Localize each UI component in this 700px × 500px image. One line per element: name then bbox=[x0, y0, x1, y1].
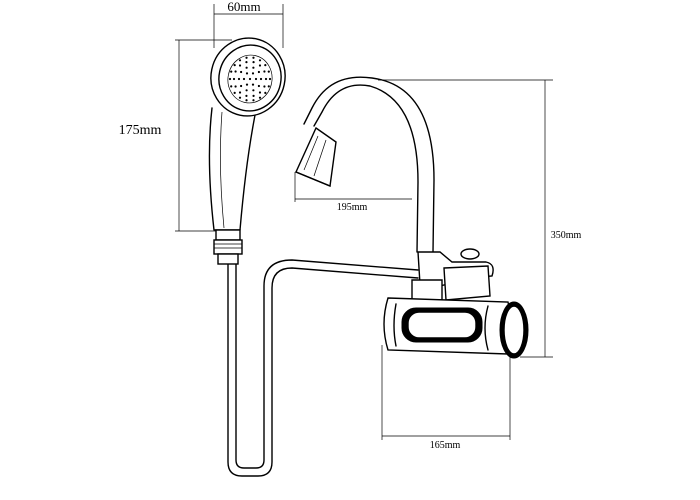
nozzle-dot bbox=[237, 77, 241, 81]
dimension-label-body-width: 165mm bbox=[430, 440, 461, 451]
heater-body bbox=[383, 297, 529, 359]
nozzle-dot bbox=[267, 70, 270, 73]
nozzle-dot bbox=[238, 91, 242, 94]
nozzle-dot bbox=[252, 61, 255, 64]
dimension-label-total-height: 350mm bbox=[551, 230, 582, 241]
nozzle-dot bbox=[267, 85, 270, 88]
nozzle-dot bbox=[245, 56, 248, 59]
nozzle-dot bbox=[258, 59, 262, 62]
nozzle-dot bbox=[233, 64, 236, 67]
nozzle-dot bbox=[257, 70, 260, 74]
nozzle-dot bbox=[268, 77, 272, 81]
nozzle-dot bbox=[245, 99, 248, 102]
nozzle-dot bbox=[258, 64, 262, 67]
nozzle-dot bbox=[264, 91, 267, 94]
shower-hose bbox=[227, 259, 419, 477]
nozzle-dot bbox=[264, 77, 268, 81]
dimension-total-height: 350mm bbox=[378, 79, 582, 358]
nozzle-dot bbox=[230, 85, 233, 88]
nozzle-dot bbox=[240, 70, 243, 74]
nozzle-dot bbox=[234, 85, 237, 88]
nozzle-dot bbox=[248, 77, 252, 81]
nozzle-dot bbox=[252, 56, 255, 59]
nozzle-dot bbox=[254, 77, 258, 81]
nozzle-dot bbox=[245, 94, 248, 97]
nozzle-dot bbox=[232, 77, 236, 81]
nozzle-dot bbox=[263, 70, 266, 73]
nozzle-dot bbox=[259, 77, 263, 81]
dimension-label-head-width: 60mm bbox=[227, 0, 260, 14]
nozzle-dot bbox=[242, 77, 246, 81]
nozzle-dot bbox=[252, 99, 255, 102]
dimension-spout-reach: 195mm bbox=[294, 172, 412, 213]
nozzle-dot bbox=[245, 89, 248, 92]
nozzle-dot bbox=[245, 72, 249, 75]
dimension-label-hand-shower-height: 175mm bbox=[119, 123, 162, 138]
hand-shower bbox=[208, 37, 286, 265]
nozzle-dot bbox=[258, 91, 262, 94]
nozzle-dot bbox=[252, 94, 255, 97]
nozzle-dot bbox=[252, 66, 255, 69]
mixer-lever bbox=[411, 248, 494, 301]
nozzle-dot bbox=[234, 70, 237, 73]
dimension-label-spout-reach: 195mm bbox=[337, 202, 368, 213]
nozzle-dot bbox=[264, 64, 267, 67]
nozzle-dot bbox=[245, 66, 248, 69]
dimension-head-width: 60mm bbox=[213, 0, 284, 48]
nozzle-dot bbox=[230, 70, 233, 73]
dimension-hand-shower-height: 175mm bbox=[119, 39, 232, 232]
nozzle-dot bbox=[238, 59, 242, 62]
nozzle-dot bbox=[238, 96, 242, 99]
nozzle-dot bbox=[251, 83, 255, 86]
nozzle-dot bbox=[233, 91, 236, 94]
nozzle-dot bbox=[252, 89, 255, 92]
nozzle-dot bbox=[251, 72, 255, 75]
nozzle-dot bbox=[258, 96, 262, 99]
nozzle-dot bbox=[228, 77, 232, 81]
shower-nozzles bbox=[228, 56, 272, 102]
nozzle-dot bbox=[245, 61, 248, 64]
dimension-body-width: 165mm bbox=[381, 345, 511, 451]
nozzle-dot bbox=[245, 83, 249, 86]
nozzle-dot bbox=[257, 84, 260, 88]
nozzle-dot bbox=[240, 84, 243, 88]
nozzle-dot bbox=[238, 64, 242, 67]
swivel-spout bbox=[295, 76, 435, 253]
nozzle-dot bbox=[263, 85, 266, 88]
